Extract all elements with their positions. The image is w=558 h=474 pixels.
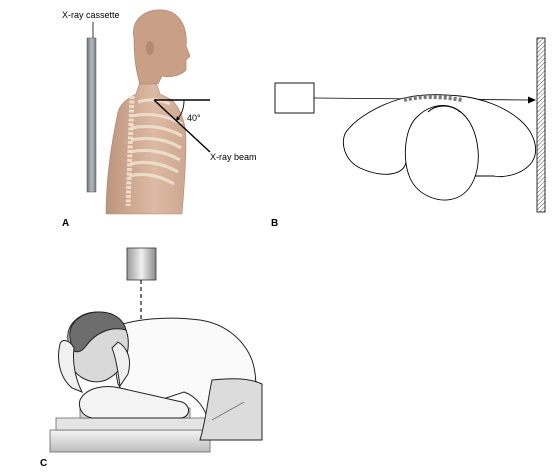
panel-b: B [271, 37, 546, 229]
beam-arrowhead [528, 96, 536, 104]
xray-cassette [86, 37, 97, 193]
panel-letter-c: C [40, 458, 47, 469]
patient-figure-c [58, 311, 263, 441]
panel-c: C [40, 247, 263, 469]
angle-arrowhead [176, 116, 180, 121]
xray-tube-box [274, 82, 315, 114]
patient-superior-view [342, 94, 536, 201]
beam-label: X-ray beam [210, 152, 257, 162]
xray-beam-line [153, 99, 211, 153]
panel-letter-b: B [271, 218, 278, 229]
cassette-label: X-ray cassette [62, 10, 120, 20]
patient-figure-a [105, 9, 191, 215]
xray-cassette-b [536, 37, 546, 213]
shoulder-clavicle-shading [403, 95, 463, 102]
angle-label: 40° [187, 113, 201, 123]
panel-letter-a: A [62, 218, 69, 229]
xray-tube [126, 247, 157, 281]
panel-a: X-ray cassette 40° X-ray beam [62, 9, 257, 229]
